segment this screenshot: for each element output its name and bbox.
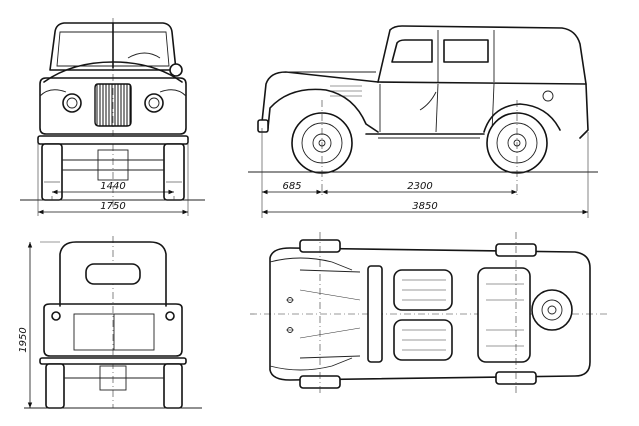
dim-overall-width-label: 1750 xyxy=(100,201,125,212)
dim-wheelbase-label: 2300 xyxy=(407,181,432,192)
front-view: 1440 1750 xyxy=(20,18,205,216)
rear-view: 1950 xyxy=(18,236,202,409)
dim-overall-height-label: 1950 xyxy=(18,327,29,352)
top-view xyxy=(250,232,610,396)
dim-front-track-label: 1440 xyxy=(100,181,125,192)
dim-front-overhang-label: 685 xyxy=(282,181,301,192)
dim-overall-length-label: 3850 xyxy=(412,201,437,212)
side-view: 685 2300 3850 xyxy=(248,25,598,218)
